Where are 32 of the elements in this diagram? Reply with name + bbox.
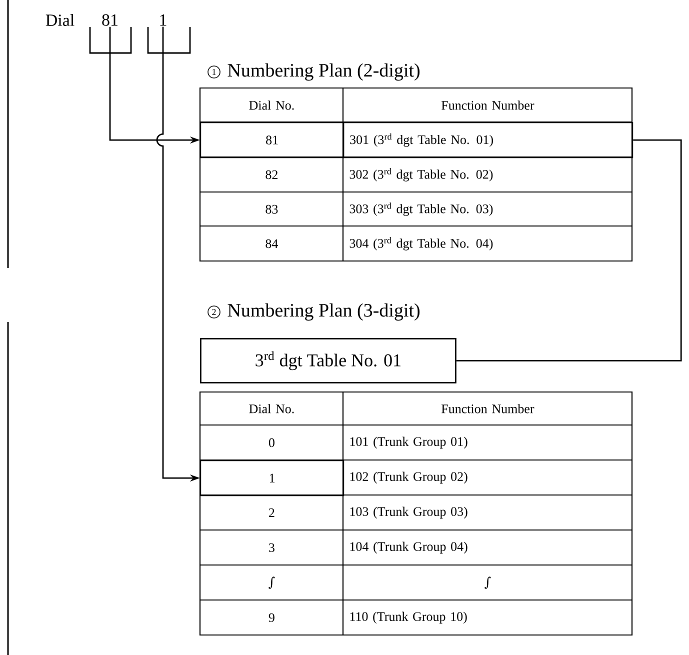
table-name-box: 3$^{rd}$ dgt Table No. 01	[200, 338, 456, 384]
table-cell: 82	[266, 170, 278, 180]
table-cell: 84	[266, 239, 278, 248]
table-cell: 303 (3$^{rd}$ dgt Table No. 03)	[350, 202, 493, 216]
table-cell: 101 (Trunk Group 01)	[350, 436, 468, 449]
table-title: Numbering Plan (2-digit)	[228, 63, 420, 81]
dial-digits: 1	[160, 14, 166, 26]
table-cell: 0	[268, 438, 274, 448]
table-cell: 83	[266, 204, 278, 214]
table-header: Dial No.	[249, 100, 294, 110]
connector	[456, 139, 682, 362]
circled-number: 2	[208, 306, 220, 318]
circled-number: 1	[208, 66, 220, 78]
dial-digits: 81	[102, 14, 118, 26]
table-header: Function Number	[442, 100, 534, 110]
table-cell: ∫	[484, 576, 491, 589]
table-header: Function Number	[442, 404, 534, 414]
dial-label: Dial	[46, 14, 74, 26]
table-cell: 104 (Trunk Group 04)	[350, 542, 468, 554]
table-cell: 9	[268, 613, 274, 622]
table-cell: 1	[200, 460, 344, 496]
table-title: Numbering Plan (3-digit)	[228, 303, 420, 321]
table-cell: 302 (3$^{rd}$ dgt Table No. 02)	[350, 168, 493, 182]
table-cell: 304 (3$^{rd}$ dgt Table No. 04)	[350, 236, 493, 250]
table-cell: 2	[269, 508, 274, 517]
table-header: Dial No.	[249, 404, 294, 414]
table-cell: 110 (Trunk Group 10)	[350, 612, 467, 624]
table-cell: 3	[269, 543, 274, 552]
table-cell: 301 (3$^{rd}$ dgt Table No. 01)	[343, 122, 634, 158]
table-cell: 103 (Trunk Group 03)	[350, 506, 468, 519]
table-cell: 81	[200, 122, 344, 158]
table-cell: ∫	[268, 576, 275, 589]
